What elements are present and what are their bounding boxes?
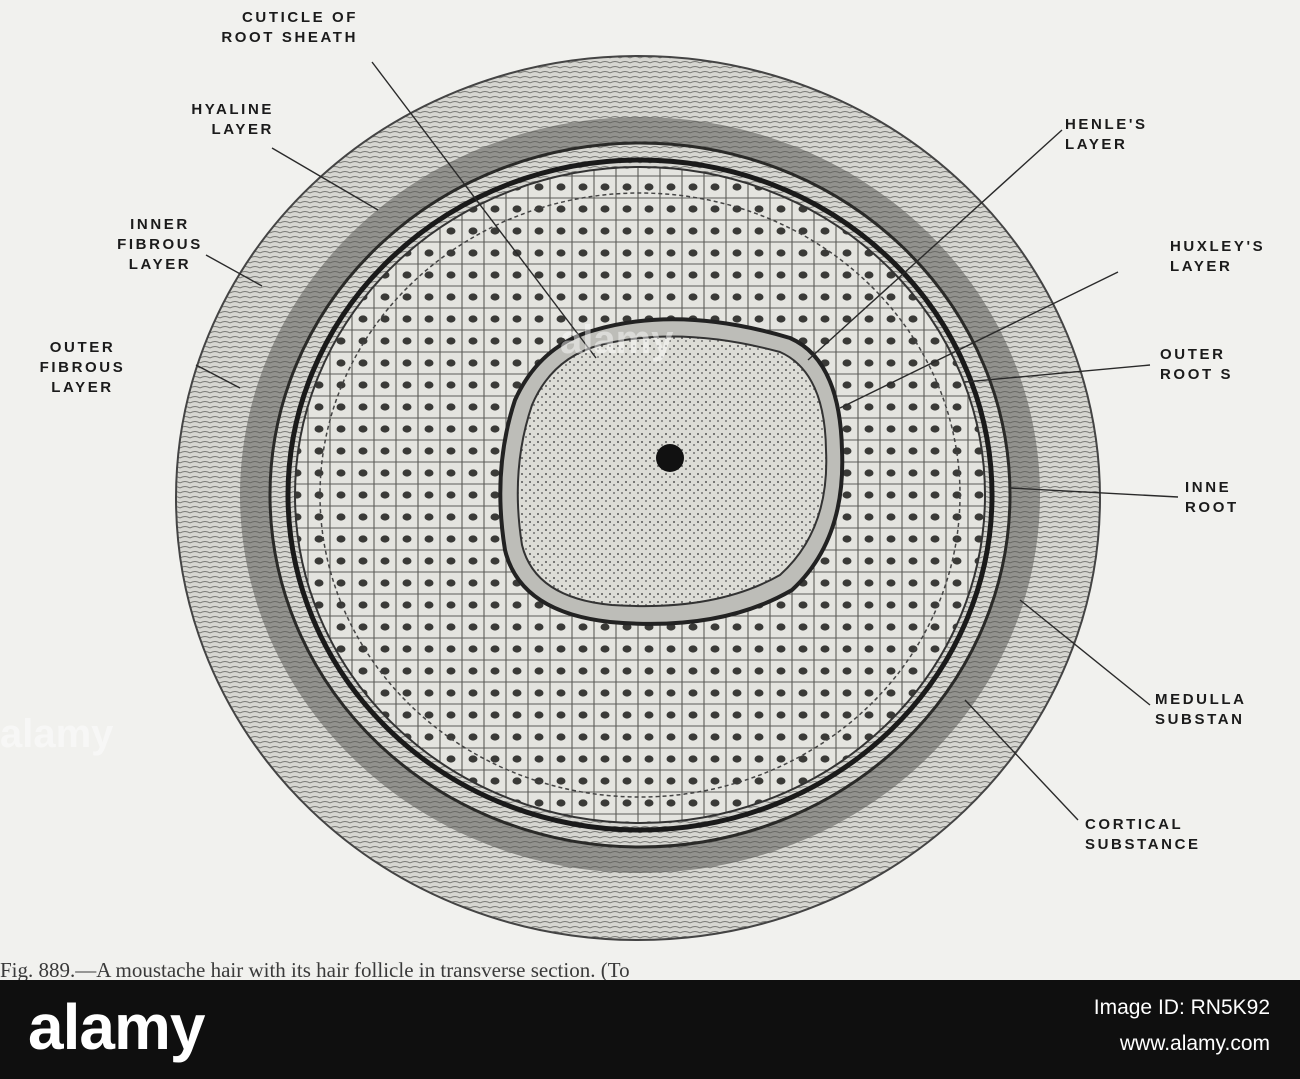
inner-root-sheath-ring xyxy=(319,192,961,798)
label-huxleys-layer: HUXLEY'S LAYER xyxy=(1170,238,1266,275)
footer-bar: alamy Image ID: RN5K92 www.alamy.com xyxy=(0,980,1300,1079)
label-outer-fibrous-layer: OUTER FIBROUS LAYER xyxy=(39,339,126,396)
follicle-illustration xyxy=(175,55,1179,941)
label-cortical-substance: CORTICAL SUBSTANCE xyxy=(1085,816,1201,853)
label-henles-layer: HENLE'S LAYER xyxy=(1065,116,1148,153)
label-inner-root-sheath: INNE ROOT xyxy=(1185,479,1239,516)
alamy-logo: alamy xyxy=(28,991,205,1063)
label-outer-root-sheath: OUTER ROOT S xyxy=(1160,346,1234,383)
figure-panel: CUTICLE OF ROOT SHEATH HYALINE LAYER INN… xyxy=(0,0,1300,980)
image-id: Image ID: RN5K92 xyxy=(1093,996,1270,1019)
figure-caption: Fig. 889.—A moustache hair with its hair… xyxy=(0,958,630,980)
watermark-left: alamy xyxy=(0,712,114,756)
watermark-center: alamy xyxy=(560,318,674,362)
site-url: www.alamy.com xyxy=(1119,1032,1270,1055)
label-hyaline-layer: HYALINE LAYER xyxy=(191,101,274,138)
label-medullary-substance: MEDULLA SUBSTAN xyxy=(1155,691,1247,728)
hyaline-layer-ring xyxy=(285,157,995,833)
medulla-substance xyxy=(656,444,684,472)
label-inner-fibrous-layer: INNER FIBROUS LAYER xyxy=(117,216,203,273)
label-cuticle-of-root-sheath: CUTICLE OF ROOT SHEATH xyxy=(221,9,358,46)
